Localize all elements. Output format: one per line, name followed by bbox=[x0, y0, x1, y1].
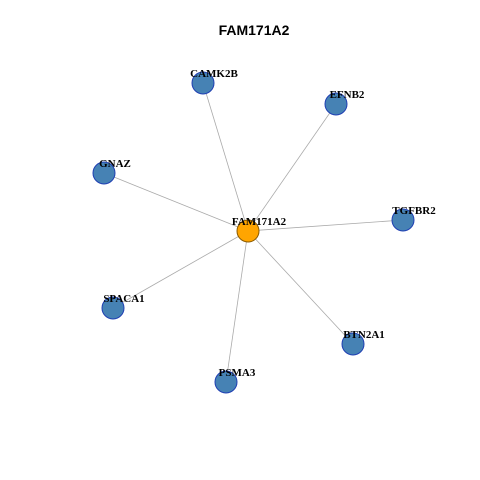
edge-psma3 bbox=[225, 230, 249, 383]
edge-tgfbr2 bbox=[247, 219, 404, 232]
neighbor-gnaz-node[interactable] bbox=[92, 161, 116, 185]
neighbor-efnb2-label: EFNB2 bbox=[330, 89, 365, 101]
diagram-title: FAM171A2 bbox=[219, 22, 290, 38]
neighbor-psma3-label: PSMA3 bbox=[219, 367, 256, 379]
edge-gnaz bbox=[103, 172, 249, 232]
neighbor-btn2a1-node[interactable] bbox=[341, 332, 365, 356]
neighbor-btn2a1-label: BTN2A1 bbox=[343, 329, 385, 341]
neighbor-efnb2-node[interactable] bbox=[324, 92, 348, 116]
neighbor-spaca1-label: SPACA1 bbox=[103, 293, 144, 305]
hub-fam171a2-node[interactable] bbox=[236, 219, 260, 243]
hub-fam171a2-label: FAM171A2 bbox=[232, 216, 287, 228]
edge-efnb2 bbox=[247, 103, 337, 232]
neighbor-gnaz-label: GNAZ bbox=[99, 158, 131, 170]
neighbor-psma3-node[interactable] bbox=[214, 370, 238, 394]
neighbor-tgfbr2-label: TGFBR2 bbox=[392, 205, 436, 217]
neighbor-spaca1-node[interactable] bbox=[101, 296, 125, 320]
neighbor-camk2b-node[interactable] bbox=[191, 71, 215, 95]
edge-layer bbox=[103, 82, 404, 383]
edge-spaca1 bbox=[112, 230, 249, 309]
edge-camk2b bbox=[202, 82, 249, 232]
neighbor-camk2b-label: CAMK2B bbox=[190, 68, 238, 80]
neighbor-tgfbr2-node[interactable] bbox=[391, 208, 415, 232]
edge-btn2a1 bbox=[247, 230, 354, 345]
